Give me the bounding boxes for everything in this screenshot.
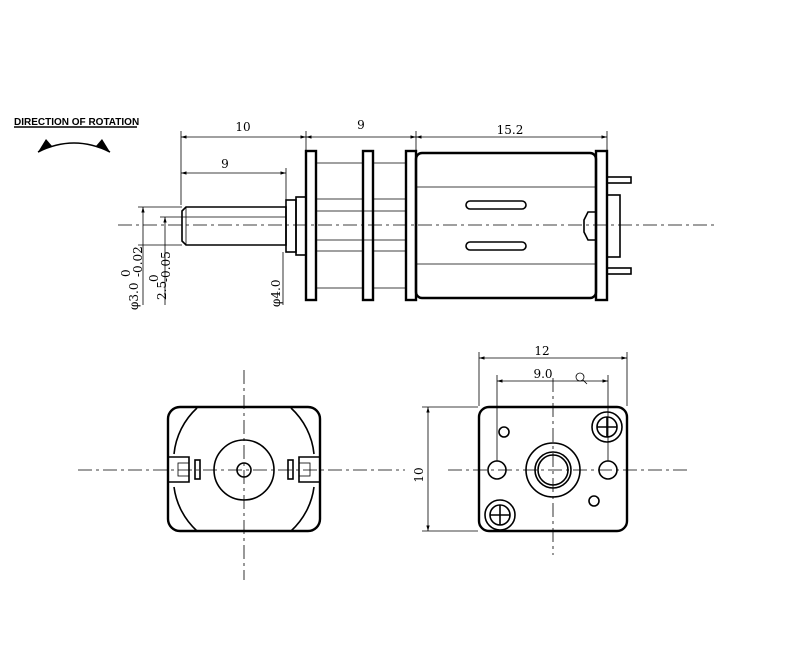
dim-shaft-dia-group: φ3.0 0 -0.02 — [119, 246, 145, 310]
rear-boss-inner — [534, 451, 572, 489]
terminal-top — [606, 176, 632, 184]
dim-shaft-dia: φ3.0 — [127, 283, 141, 311]
terminal-bottom — [606, 267, 632, 275]
shaft-bushing — [295, 196, 307, 256]
rotation-arrow-right-icon — [96, 139, 110, 152]
rear-screw-top-right-icon — [591, 411, 623, 443]
magnifier-icon — [575, 372, 588, 385]
gearbox-middle-plate — [361, 149, 375, 302]
end-cap-bearing-boss — [583, 211, 596, 241]
front-shaft-circle — [236, 462, 252, 478]
front-view — [78, 370, 405, 580]
rotation-arrow-left-icon — [38, 139, 52, 152]
dim-flat-tol-lower: -0.05 — [159, 251, 173, 282]
rear-boss-shaft — [537, 454, 569, 486]
dim-flat-group: 2.5 0 -0.05 — [147, 251, 173, 300]
dim-motor-length: 15.2 — [497, 123, 524, 137]
side-view: 10 9 15.2 9 φ3.0 0 -0.02 2.5 0 -0.05 φ4.… — [118, 118, 718, 310]
front-clip-right — [298, 456, 320, 483]
front-clip-right-inner — [298, 462, 311, 477]
gearbox-front-plate — [304, 149, 318, 302]
dim-hole-spacing: 9.0 — [533, 367, 552, 381]
dim-gear-stages: 9 — [357, 118, 365, 132]
rear-screw-bottom-left-icon — [484, 499, 516, 531]
shaft-boss — [285, 199, 297, 253]
rear-small-hole-bottom — [588, 495, 600, 507]
front-tab-right — [287, 459, 294, 480]
dim-rear-height: 10 — [412, 467, 426, 482]
motor-vent-slot-bottom — [465, 241, 527, 251]
front-clip-left — [168, 456, 190, 483]
dim-flat-tol-upper: 0 — [147, 274, 161, 282]
dim-boss-group: φ4.0 — [269, 280, 283, 308]
front-housing-arcs — [173, 407, 315, 532]
rear-small-hole-top — [498, 426, 510, 438]
dim-shaft-length: 9 — [221, 157, 229, 171]
rear-plate-outline — [477, 405, 629, 533]
gearbox-rear-plate — [404, 149, 418, 302]
dim-gearbox-length: 10 — [235, 120, 250, 134]
rotation-indicator: DIRECTION OF ROTATION — [14, 117, 139, 153]
dim-boss-dia: φ4.0 — [269, 280, 283, 308]
motor-body — [414, 151, 598, 300]
dim-shaft-dia-tol-lower: -0.02 — [131, 246, 145, 277]
front-clip-left-inner — [177, 462, 190, 477]
output-shaft — [181, 206, 287, 246]
dim-rear-width: 12 — [534, 344, 549, 358]
front-plate-outline — [166, 405, 322, 533]
motor-vent-slot-top — [465, 200, 527, 210]
front-bearing-boss — [213, 439, 275, 501]
rotation-label: DIRECTION OF ROTATION — [14, 117, 139, 128]
end-cap-rear-bump — [606, 194, 621, 258]
dim-flat: 2.5 — [155, 281, 169, 300]
front-tab-left — [194, 459, 201, 480]
motor-end-cap — [594, 149, 609, 302]
rear-view: 12 9.0 10 — [412, 344, 688, 555]
dim-shaft-dia-tol-upper: 0 — [119, 269, 133, 277]
rear-boss-outer — [525, 442, 581, 498]
dim-rear-height-group: 10 — [412, 467, 426, 482]
